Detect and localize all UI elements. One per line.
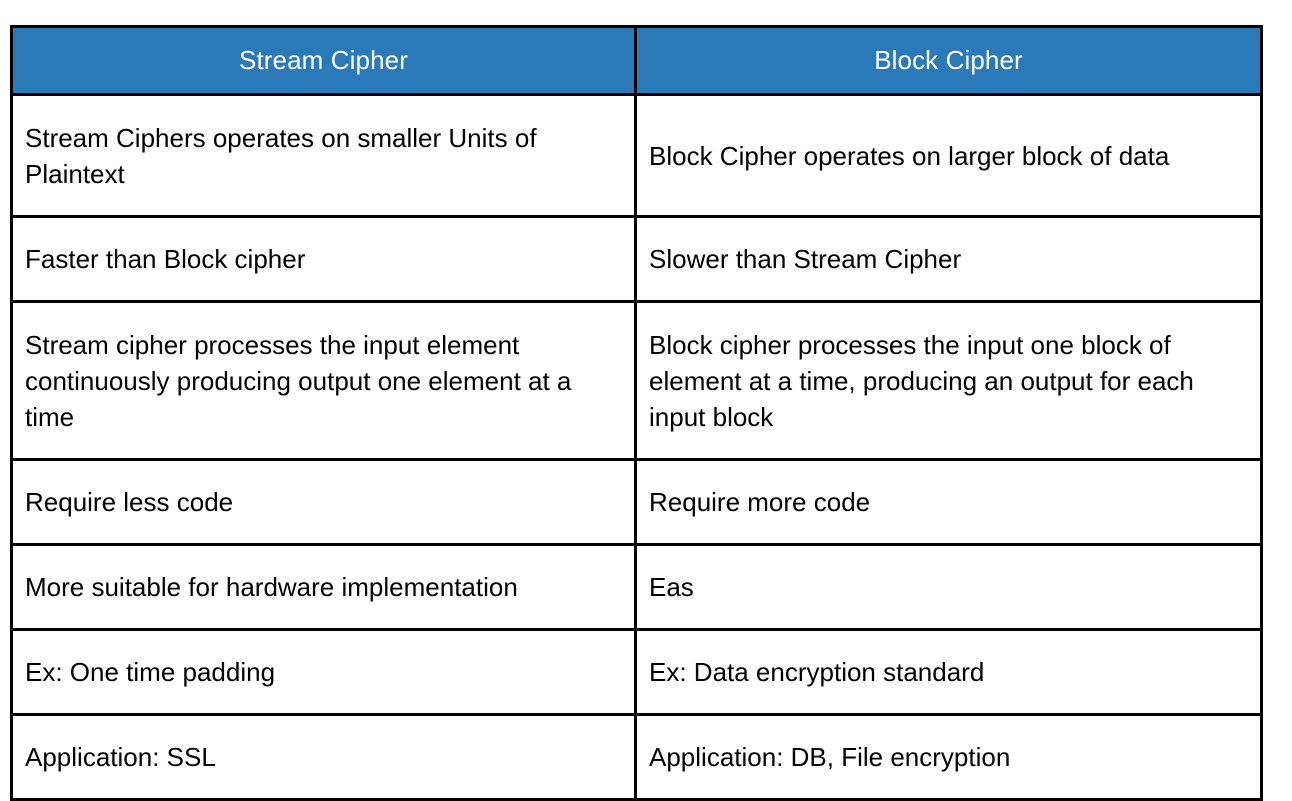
cell-stream-cipher: Stream cipher processes the input elemen… (10, 300, 637, 461)
cell-block-cipher: Ex: Data encryption standard (634, 628, 1263, 716)
comparison-table-container: Stream Cipher Block Cipher Stream Cipher… (10, 25, 1263, 801)
cell-block-cipher: Slower than Stream Cipher (634, 215, 1263, 303)
cell-block-cipher: Block Cipher operates on larger block of… (634, 93, 1263, 218)
cell-stream-cipher: Faster than Block cipher (10, 215, 637, 303)
column-header-stream-cipher: Stream Cipher (10, 25, 637, 96)
cell-block-cipher: Eas (634, 543, 1263, 631)
table-body: Stream Ciphers operates on smaller Units… (10, 93, 1263, 801)
cell-stream-cipher: Ex: One time padding (10, 628, 637, 716)
cell-block-cipher: Block cipher processes the input one blo… (634, 300, 1263, 461)
cipher-comparison-table: Stream Cipher Block Cipher Stream Cipher… (10, 25, 1263, 801)
table-row: Stream cipher processes the input elemen… (10, 300, 1263, 461)
table-header: Stream Cipher Block Cipher (10, 25, 1263, 96)
cell-stream-cipher: Stream Ciphers operates on smaller Units… (10, 93, 637, 218)
cell-block-cipher: Require more code (634, 458, 1263, 546)
cell-block-cipher: Application: DB, File encryption (634, 713, 1263, 801)
cell-stream-cipher: Require less code (10, 458, 637, 546)
table-row: Stream Ciphers operates on smaller Units… (10, 93, 1263, 218)
table-row: More suitable for hardware implementatio… (10, 543, 1263, 631)
table-header-row: Stream Cipher Block Cipher (10, 25, 1263, 96)
column-header-block-cipher: Block Cipher (634, 25, 1263, 96)
cell-stream-cipher: More suitable for hardware implementatio… (10, 543, 637, 631)
cell-stream-cipher: Application: SSL (10, 713, 637, 801)
